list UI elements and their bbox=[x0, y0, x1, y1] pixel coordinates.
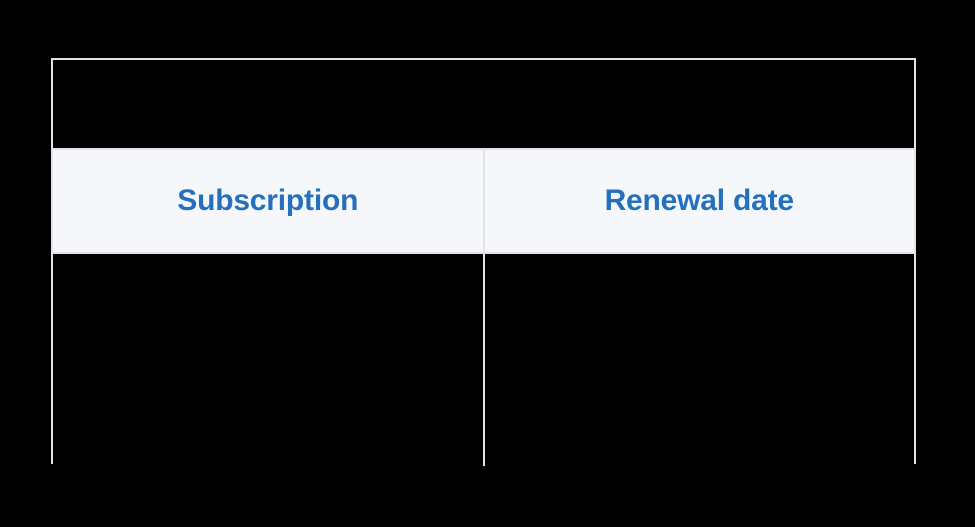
table-cell-renewal-date bbox=[483, 253, 915, 466]
table-header-row: Subscription Renewal date bbox=[53, 149, 914, 254]
table-cell-subscription-value bbox=[53, 254, 483, 466]
table-cell-subscription bbox=[53, 253, 485, 466]
table-top-row bbox=[53, 60, 914, 150]
table-row bbox=[53, 253, 914, 466]
table-top-row-cell bbox=[53, 60, 914, 150]
table-top-row-cell-value bbox=[53, 60, 914, 148]
subscription-table: Subscription Renewal date bbox=[51, 58, 916, 466]
column-header-renewal-date-label: Renewal date bbox=[604, 184, 795, 217]
column-header-subscription-label: Subscription bbox=[177, 184, 359, 217]
table-cell-renewal-date-value bbox=[485, 254, 915, 466]
column-header-subscription[interactable]: Subscription bbox=[53, 149, 485, 254]
column-header-renewal-date[interactable]: Renewal date bbox=[483, 149, 914, 254]
subscription-table-grid: Subscription Renewal date bbox=[53, 60, 914, 466]
